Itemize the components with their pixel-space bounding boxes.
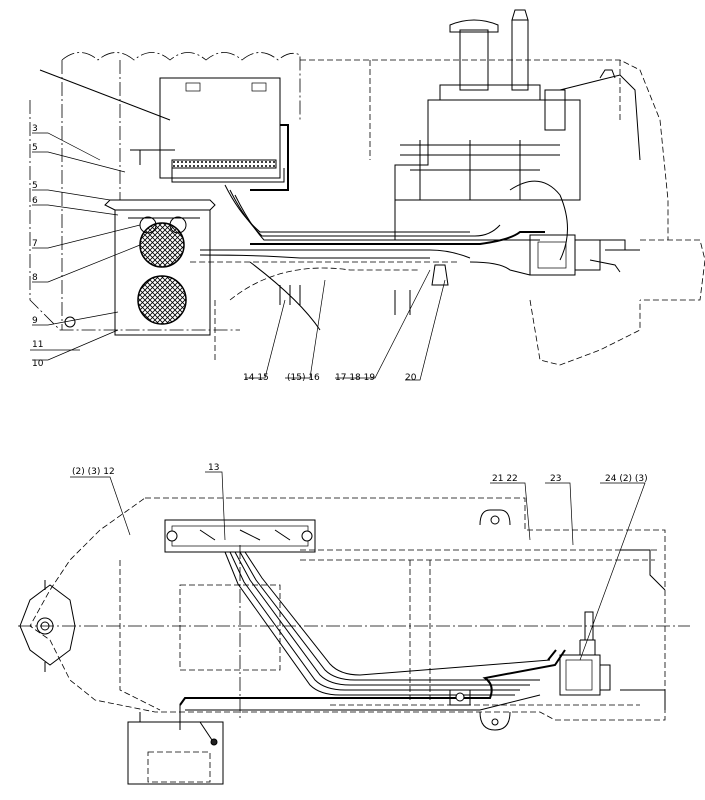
callout-11: 11 [32, 340, 43, 350]
callout-10: 10 [32, 359, 44, 369]
callout-15-16: (15) 16 [287, 373, 320, 383]
filter-box-plan [127, 712, 224, 785]
plan-view-callouts: (2) (3) 12 13 21 22 23 24 (2) (3) [72, 463, 648, 484]
callout-24-2-3: 24 (2) (3) [605, 474, 648, 484]
callout-5b: 5 [32, 181, 38, 191]
engine [394, 9, 641, 261]
callout-3: 3 [32, 124, 38, 134]
callout-21-22: 21 22 [492, 474, 518, 484]
callout-13: 13 [208, 463, 219, 473]
pump-housing [104, 199, 216, 336]
callout-5a: 5 [32, 143, 38, 153]
hose-bundle-side [190, 184, 545, 331]
callout-9: 9 [32, 316, 38, 326]
cab-outline [61, 52, 301, 330]
callout-17-18-19: 17 18 19 [335, 373, 375, 383]
plan-view [18, 471, 690, 785]
callout-20: 20 [405, 373, 417, 383]
callout-14-15: 14 15 [243, 373, 269, 383]
filter-lower [137, 275, 187, 325]
callout-23: 23 [550, 474, 561, 484]
callout-7: 7 [32, 239, 38, 249]
callout-6: 6 [32, 196, 38, 206]
control-valve-plan [547, 611, 611, 696]
hose-bundle-plan [179, 551, 566, 730]
side-view-callouts: 3 5 5 6 7 8 9 11 10 14 15 (15) 16 17 18 … [32, 124, 417, 383]
side-view [29, 9, 705, 381]
hydraulic-tank [130, 77, 289, 191]
control-valve-side [529, 234, 705, 301]
callout-2-3-12: (2) (3) 12 [72, 467, 115, 477]
callout-8: 8 [32, 273, 38, 283]
filter-upper [139, 222, 185, 268]
